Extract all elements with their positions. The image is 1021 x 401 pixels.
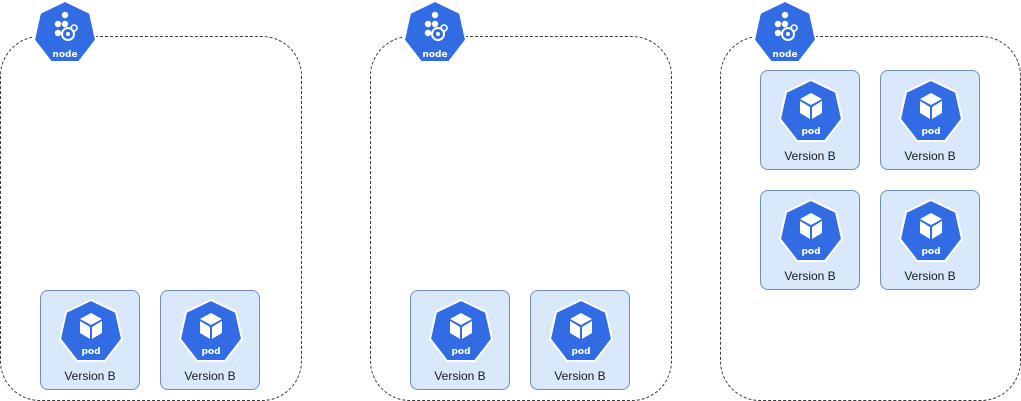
pod-card[interactable]: pod Version B <box>40 290 140 390</box>
pod-version-label: Version B <box>784 149 836 163</box>
pod-card[interactable]: pod Version B <box>880 70 980 170</box>
pod-version-label: Version B <box>184 369 236 383</box>
pod-label: pod <box>921 247 940 257</box>
pod-version-label: Version B <box>904 269 956 283</box>
pod-version-label: Version B <box>434 369 486 383</box>
pod-version-label: Version B <box>554 369 606 383</box>
pod-card[interactable]: pod Version B <box>160 290 260 390</box>
pod-label: pod <box>201 347 220 357</box>
pod-label: pod <box>801 127 820 137</box>
pod-version-label: Version B <box>784 269 836 283</box>
pod-card[interactable]: pod Version B <box>760 70 860 170</box>
pod-version-label: Version B <box>904 149 956 163</box>
kubernetes-node-icon: node <box>752 0 818 64</box>
kubernetes-pod-icon: pod <box>548 299 614 363</box>
kubernetes-node-icon: node <box>32 0 98 64</box>
kubernetes-pod-icon: pod <box>898 79 964 143</box>
pod-card[interactable]: pod Version B <box>880 190 980 290</box>
kubernetes-pod-icon: pod <box>778 79 844 143</box>
pod-label: pod <box>451 347 470 357</box>
kubernetes-pod-icon: pod <box>898 199 964 263</box>
kubernetes-pod-icon: pod <box>428 299 494 363</box>
pod-card[interactable]: pod Version B <box>760 190 860 290</box>
node-label: node <box>772 50 797 60</box>
kubernetes-pod-icon: pod <box>178 299 244 363</box>
pod-label: pod <box>81 347 100 357</box>
pod-card[interactable]: pod Version B <box>410 290 510 390</box>
kubernetes-node-icon: node <box>402 0 468 64</box>
pod-label: pod <box>801 247 820 257</box>
kubernetes-pod-icon: pod <box>58 299 124 363</box>
kubernetes-pod-icon: pod <box>778 199 844 263</box>
node-label: node <box>52 50 77 60</box>
pod-label: pod <box>571 347 590 357</box>
pod-version-label: Version B <box>64 369 116 383</box>
pod-label: pod <box>921 127 940 137</box>
pod-card[interactable]: pod Version B <box>530 290 630 390</box>
node-label: node <box>422 50 447 60</box>
